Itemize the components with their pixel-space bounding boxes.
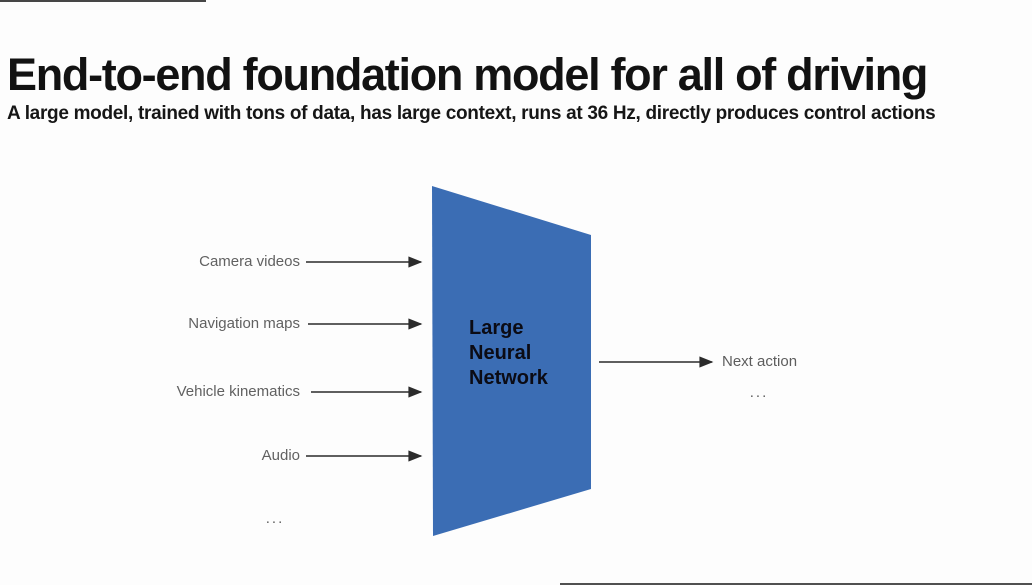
output-ellipsis-label: ... [749,384,769,401]
neural-network-label-line-2: Neural [469,342,532,364]
neural-network-label-line-3: Network [469,367,548,389]
input-label-camera-videos: Camera videos [199,253,300,270]
output-label-next-action: Next action [722,353,798,370]
neural-network-label-line-1: Large [469,317,524,339]
slide-subtitle: A large model, trained with tons of data… [7,103,936,124]
input-label-navigation-maps: Navigation maps [188,315,300,332]
neural-network-label: Large Neural Network [469,316,548,391]
slide-title: End-to-end foundation model for all of d… [7,49,928,100]
input-label-audio: Audio [261,447,300,464]
input-ellipsis-label: ... [265,510,285,527]
neural-network-shape [432,186,591,536]
video-letterbox-bottom-strip [560,583,1032,585]
input-label-vehicle-kinematics: Vehicle kinematics [176,383,300,400]
video-letterbox-top-strip [0,0,206,2]
